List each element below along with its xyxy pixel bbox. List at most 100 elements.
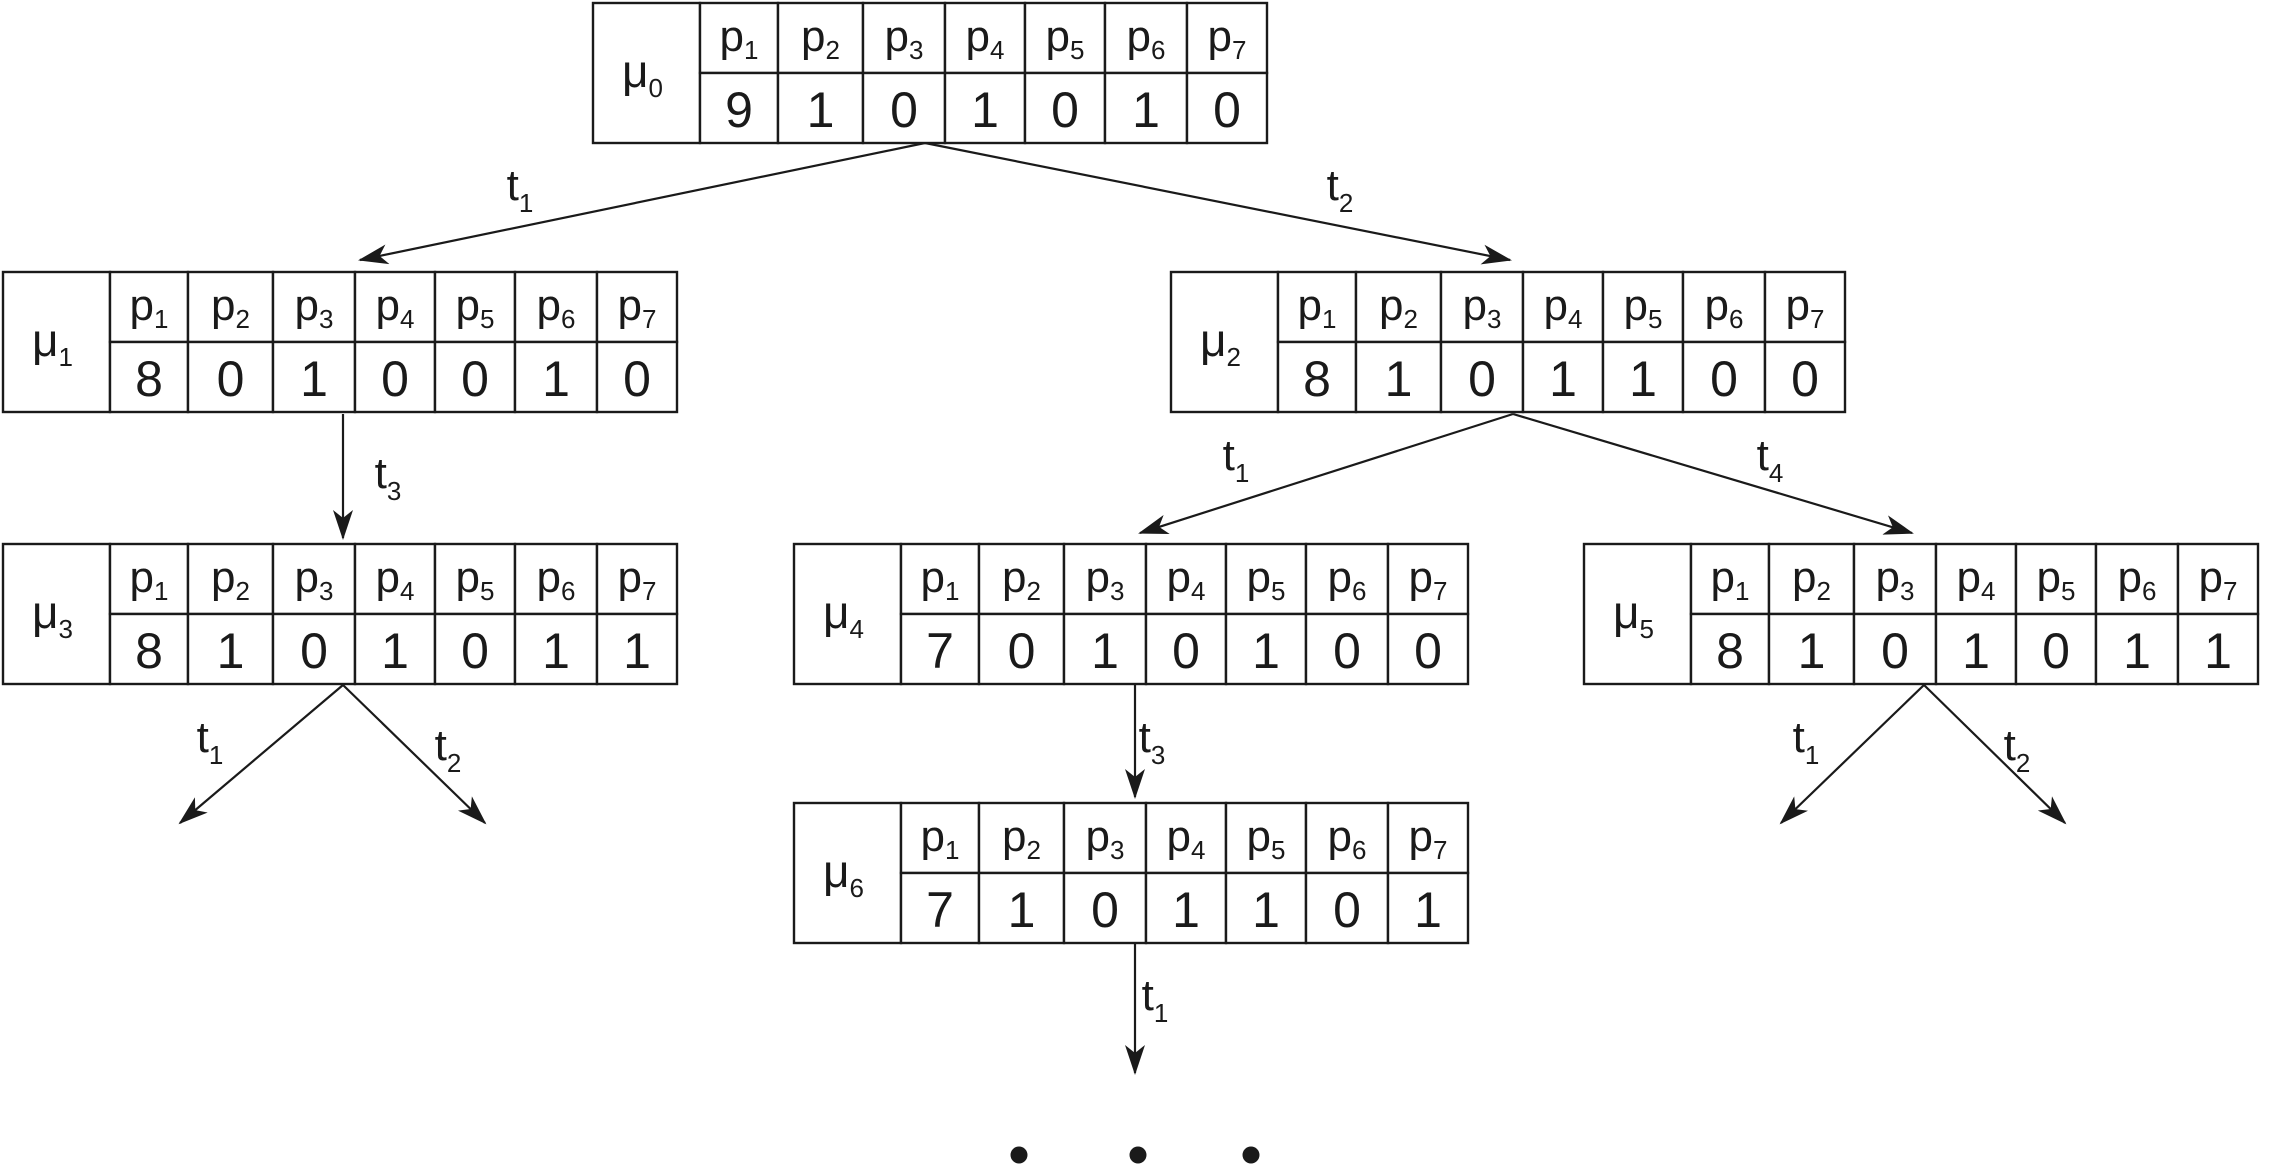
marking-value-p6: 0 xyxy=(1710,351,1738,407)
marking-value-p7: 0 xyxy=(1791,351,1819,407)
node-label-cell xyxy=(1,270,112,414)
marking-value-p1: 8 xyxy=(1303,351,1331,407)
marking-value-p5: 0 xyxy=(461,623,489,679)
edge-label-m2-m4: t1 xyxy=(1223,431,1250,488)
edge-arrow-m2-m5-t4 xyxy=(1512,412,1914,535)
marking-value-p5: 0 xyxy=(1051,82,1079,138)
place-header-p1: p1 xyxy=(921,553,960,606)
marking-value-cell xyxy=(861,71,947,145)
marking-value-p6: 0 xyxy=(1333,882,1361,938)
marking-value-p7: 1 xyxy=(1414,882,1442,938)
place-header-cell xyxy=(108,270,190,344)
place-header-cell xyxy=(1185,1,1269,75)
edge-label-m1-m3: t3 xyxy=(375,449,402,506)
marking-value-p7: 0 xyxy=(1213,82,1241,138)
place-header-cell xyxy=(1103,1,1189,75)
marking-value-p1: 9 xyxy=(725,82,753,138)
place-header-p4: p4 xyxy=(376,553,415,606)
node-label-m5: μ5 xyxy=(1613,586,1654,644)
place-header-p5: p5 xyxy=(1247,812,1286,865)
place-header-cell xyxy=(977,542,1066,616)
marking-value-p7: 0 xyxy=(623,351,651,407)
node-label-m4: μ4 xyxy=(823,586,864,644)
node-label-m0: μ0 xyxy=(622,45,663,103)
edge-arrow-m0-m2-t2 xyxy=(924,141,1512,265)
place-header-cell xyxy=(1439,270,1525,344)
place-header-p2: p2 xyxy=(1379,281,1418,334)
place-header-p5: p5 xyxy=(1247,553,1286,606)
place-header-p3: p3 xyxy=(1463,281,1502,334)
marking-value-p1: 8 xyxy=(1716,623,1744,679)
node-label-cell xyxy=(792,801,903,945)
place-header-p6: p6 xyxy=(1705,281,1744,334)
place-header-p3: p3 xyxy=(1086,812,1125,865)
marking-value-cell xyxy=(513,340,599,414)
marking-value-p1: 7 xyxy=(926,882,954,938)
marking-value-p6: 0 xyxy=(1333,623,1361,679)
place-header-cell xyxy=(776,1,865,75)
place-header-p2: p2 xyxy=(1002,812,1041,865)
marking-value-cell xyxy=(899,871,981,945)
edge-label-m0-m1: t1 xyxy=(507,161,534,218)
place-header-cell xyxy=(1062,542,1148,616)
place-header-p4: p4 xyxy=(376,281,415,334)
marking-value-cell xyxy=(1439,340,1525,414)
marking-value-p6: 1 xyxy=(1132,82,1160,138)
place-header-p6: p6 xyxy=(1328,812,1367,865)
marking-value-p3: 0 xyxy=(1468,351,1496,407)
place-header-p2: p2 xyxy=(211,553,250,606)
marking-value-p5: 0 xyxy=(461,351,489,407)
edges-layer xyxy=(178,141,2067,1075)
marking-value-cell xyxy=(2176,612,2260,686)
marking-value-p3: 1 xyxy=(300,351,328,407)
marking-value-p4: 0 xyxy=(381,351,409,407)
marking-value-cell xyxy=(1062,871,1148,945)
marking-value-cell xyxy=(108,612,190,686)
edge-arrow-m3-open-t2 xyxy=(342,684,487,825)
place-header-p7: p7 xyxy=(2199,553,2238,606)
marking-value-cell xyxy=(1224,612,1308,686)
place-header-p6: p6 xyxy=(2118,553,2157,606)
place-header-p7: p7 xyxy=(1786,281,1825,334)
marking-value-cell xyxy=(1386,612,1470,686)
ellipsis-dot xyxy=(1242,1146,1260,1164)
edge-arrow-m0-m1-t1 xyxy=(358,141,926,265)
place-header-cell xyxy=(899,542,981,616)
place-header-cell xyxy=(2176,542,2260,616)
marking-value-p5: 1 xyxy=(1629,351,1657,407)
place-header-cell xyxy=(977,801,1066,875)
place-header-p5: p5 xyxy=(456,281,495,334)
place-header-cell xyxy=(595,270,679,344)
marking-value-p4: 1 xyxy=(381,623,409,679)
marking-value-p4: 1 xyxy=(1549,351,1577,407)
place-header-cell xyxy=(186,542,275,616)
place-header-p3: p3 xyxy=(295,553,334,606)
place-header-cell xyxy=(1852,542,1938,616)
node-label-m2: μ2 xyxy=(1200,314,1241,372)
place-header-p1: p1 xyxy=(1711,553,1750,606)
place-header-p7: p7 xyxy=(618,281,657,334)
place-header-p4: p4 xyxy=(1544,281,1583,334)
marking-value-cell xyxy=(1601,340,1685,414)
place-header-cell xyxy=(1386,801,1470,875)
place-header-p6: p6 xyxy=(1127,12,1166,65)
edge-arrow-m5-open-t2 xyxy=(1923,684,2067,825)
marking-value-p1: 7 xyxy=(926,623,954,679)
marking-value-cell xyxy=(1521,340,1605,414)
edge-arrow-m3-open-t1 xyxy=(178,684,344,825)
place-header-p2: p2 xyxy=(1002,553,1041,606)
marking-value-cell xyxy=(1185,71,1269,145)
place-header-p5: p5 xyxy=(1624,281,1663,334)
ellipsis-dot xyxy=(1129,1146,1147,1164)
marking-value-p3: 0 xyxy=(1881,623,1909,679)
marking-value-p2: 1 xyxy=(1798,623,1826,679)
place-header-p6: p6 xyxy=(537,553,576,606)
marking-value-p1: 8 xyxy=(135,351,163,407)
place-header-p7: p7 xyxy=(618,553,657,606)
marking-value-cell xyxy=(1144,871,1228,945)
